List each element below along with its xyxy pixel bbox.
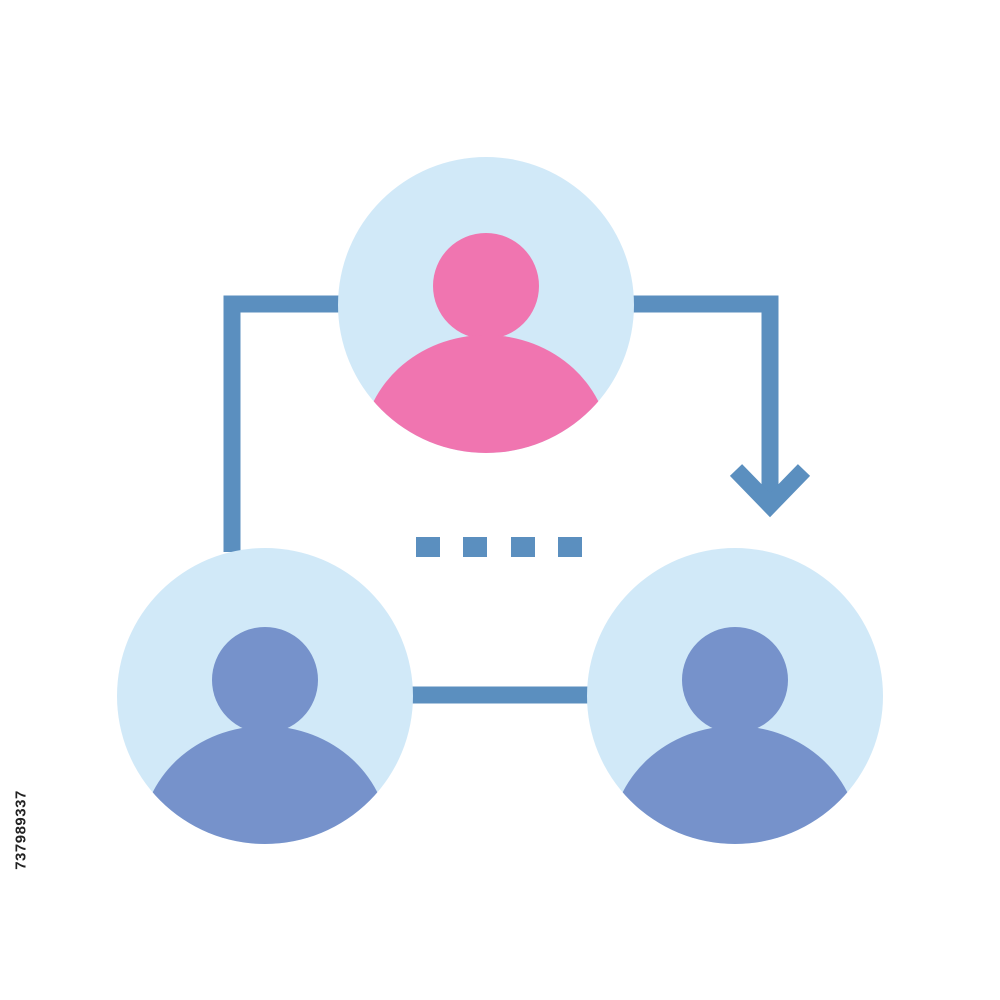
user-node-top xyxy=(338,157,634,453)
person-silhouette-icon xyxy=(141,627,389,844)
arrow-down-icon xyxy=(729,464,811,518)
stock-id-watermark: 737989337 xyxy=(6,760,36,900)
connector-right xyxy=(632,295,779,505)
connectors xyxy=(223,295,811,704)
dot xyxy=(558,537,582,557)
user-node-bottom-left xyxy=(117,548,413,844)
dot xyxy=(511,537,535,557)
person-silhouette-icon xyxy=(611,627,859,844)
dotted-line xyxy=(416,537,582,557)
dot xyxy=(463,537,487,557)
dot xyxy=(416,537,440,557)
person-silhouette-icon xyxy=(362,233,610,453)
connector-left xyxy=(223,295,340,552)
stock-id-text: 737989337 xyxy=(12,790,30,870)
user-node-bottom-right xyxy=(587,548,883,844)
